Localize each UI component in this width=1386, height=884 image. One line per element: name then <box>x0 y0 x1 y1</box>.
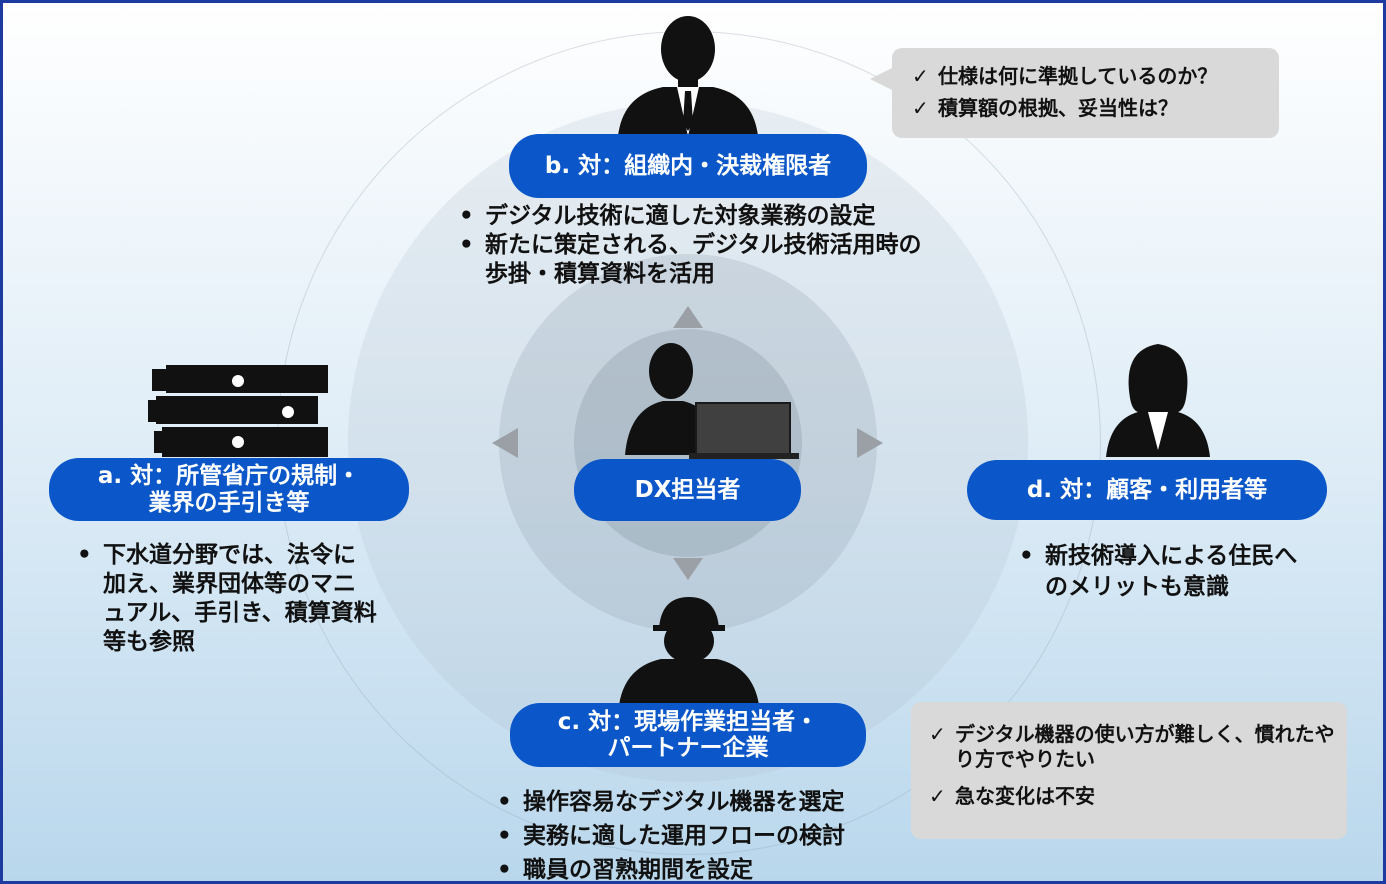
stakeholder-c-bullets: 操作容易なデジタル機器を選定 実務に適した運用フローの検討 職員の習熟期間を設定 <box>497 785 917 881</box>
stakeholder-c-title-line1: c. 対：現場作業担当者・ <box>557 708 819 735</box>
stakeholder-d-title: d. 対：顧客・利用者等 <box>1026 476 1268 503</box>
stakeholder-c-concerns-bubble: デジタル機器の使い方が難しく、慣れたやり方でやりたい 急な変化は不安 <box>911 702 1347 839</box>
list-item: 職員の習熟期間を設定 <box>497 853 917 881</box>
hardhat-worker-silhouette-icon <box>619 597 759 705</box>
arrow-down-icon <box>673 558 703 580</box>
stakeholder-a-title-line2: 業界の手引き等 <box>148 489 310 516</box>
stakeholder-a-title-line1: a. 対：所管省庁の規制・ <box>97 463 361 490</box>
stakeholder-a-label: a. 対：所管省庁の規制・ 業界の手引き等 <box>49 458 409 521</box>
list-item: 実務に適した運用フローの検討 <box>497 819 917 853</box>
arrow-right-icon <box>857 428 883 458</box>
stakeholder-b-bullets: デジタル技術に適した対象業務の設定 新たに策定される、デジタル技術活用時の歩掛・… <box>459 202 939 289</box>
list-item: 下水道分野では、法令に加え、業界団体等のマニュアル、手引き、積算資料等も参照 <box>77 541 377 657</box>
person-with-laptop-icon <box>625 343 799 459</box>
stakeholder-c-title-line2: パートナー企業 <box>607 735 769 761</box>
list-item: 新技術導入による住民へのメリットも意識 <box>1019 541 1319 603</box>
stakeholder-d-label: d. 対：顧客・利用者等 <box>967 460 1327 520</box>
concern-item: デジタル機器の使い方が難しく、慣れたやり方でやりたい <box>929 722 1337 772</box>
stakeholder-c-label: c. 対：現場作業担当者・ パートナー企業 <box>510 703 866 767</box>
concern-item: 仕様は何に準拠しているのか？ <box>912 60 1279 92</box>
stakeholder-a-bullets: 下水道分野では、法令に加え、業界団体等のマニュアル、手引き、積算資料等も参照 <box>77 541 377 657</box>
list-item: 新たに策定される、デジタル技術活用時の歩掛・積算資料を活用 <box>459 231 939 289</box>
stakeholder-d-bullets: 新技術導入による住民へのメリットも意識 <box>1019 541 1319 603</box>
binders-stack-icon <box>148 365 328 457</box>
center-title: DX担当者 <box>634 476 741 503</box>
businessman-silhouette-icon <box>618 16 758 136</box>
stakeholder-b-title: b. 対：組織内・決裁権限者 <box>544 152 832 179</box>
arrow-left-icon <box>492 428 518 458</box>
center-label: DX担当者 <box>574 459 801 521</box>
list-item: デジタル技術に適した対象業務の設定 <box>459 202 939 231</box>
list-item: 操作容易なデジタル機器を選定 <box>497 785 917 819</box>
stakeholder-b-label: b. 対：組織内・決裁権限者 <box>509 134 867 198</box>
concern-item: 積算額の根拠、妥当性は？ <box>912 92 1279 124</box>
concern-item: 急な変化は不安 <box>929 784 1337 809</box>
arrow-up-icon <box>673 306 703 328</box>
businesswoman-silhouette-icon <box>1106 344 1210 457</box>
stakeholder-b-concerns-bubble: 仕様は何に準拠しているのか？ 積算額の根拠、妥当性は？ <box>870 48 1279 138</box>
